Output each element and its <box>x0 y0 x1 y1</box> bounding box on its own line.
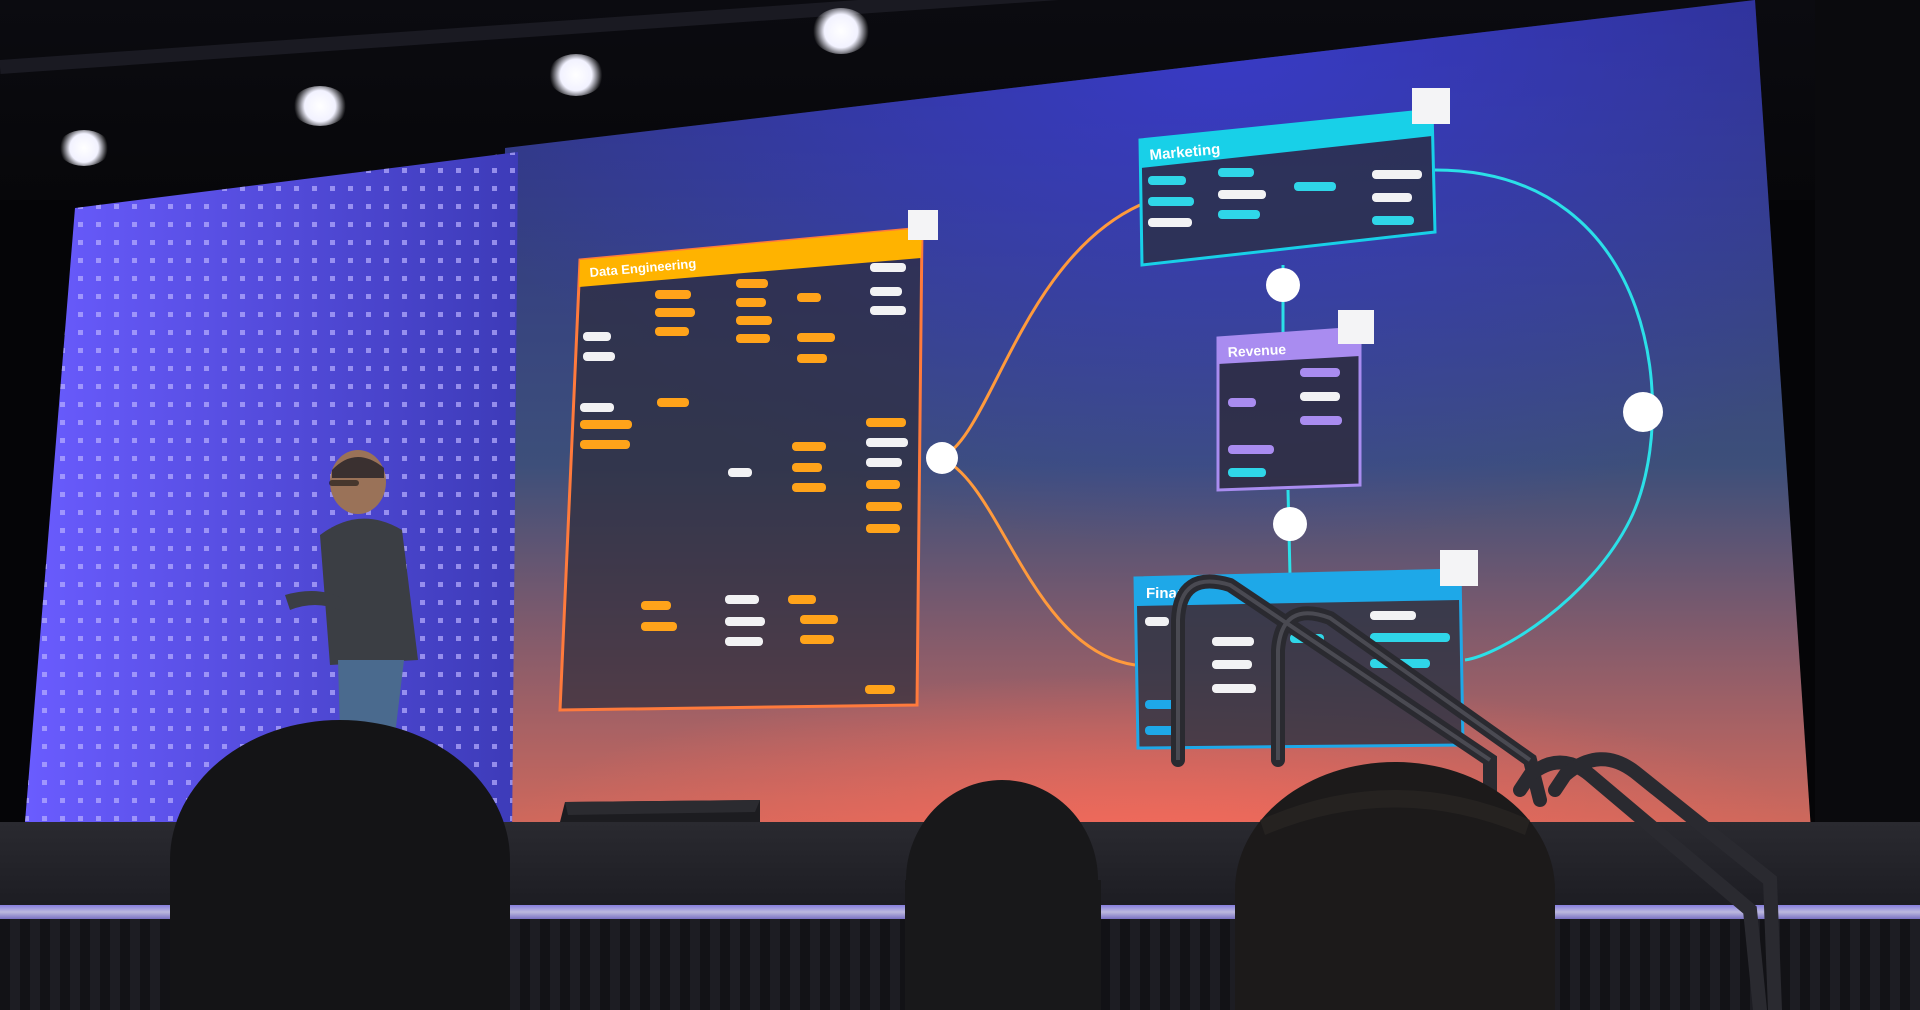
pipeline-step <box>866 418 906 427</box>
connector-line <box>1434 168 1655 662</box>
pipeline-step <box>792 483 826 492</box>
pipeline-step <box>641 622 677 631</box>
spotlight-icon <box>58 130 110 166</box>
pipeline-step <box>580 440 630 449</box>
pipeline-step <box>725 617 765 626</box>
pipeline-step <box>1218 190 1266 199</box>
pipeline-step <box>580 403 614 412</box>
pipeline-step <box>792 463 822 472</box>
pipeline-step <box>641 601 671 610</box>
pipeline-step <box>870 287 902 296</box>
pipeline-step <box>866 524 900 533</box>
audience-head-icon <box>170 720 510 1010</box>
connector-node <box>1273 507 1307 541</box>
pipeline-step <box>1212 684 1256 693</box>
spotlight-icon <box>548 54 604 96</box>
pipeline-step <box>725 637 763 646</box>
pipeline-step <box>655 308 695 317</box>
pipeline-step <box>797 333 835 342</box>
pipeline-step <box>1372 193 1412 202</box>
pipeline-step <box>580 420 632 429</box>
node-marketing: Marketing <box>1138 88 1450 267</box>
pipeline-step <box>725 595 759 604</box>
audience-head-icon <box>1235 762 1555 1010</box>
pipeline-step <box>792 442 826 451</box>
pipeline-step <box>1218 210 1260 219</box>
pipeline-step <box>800 635 834 644</box>
connector-node <box>1266 268 1300 302</box>
pipeline-step <box>1294 182 1336 191</box>
pipeline-step <box>797 354 827 363</box>
pipeline-step <box>866 438 908 447</box>
pipeline-step <box>1372 216 1414 225</box>
pipeline-step <box>1212 637 1254 646</box>
pipeline-step <box>1228 445 1274 454</box>
pipeline-step <box>728 468 752 477</box>
pipeline-step <box>655 327 689 336</box>
pipeline-step <box>866 502 902 511</box>
pipeline-step <box>657 398 689 407</box>
pipeline-step <box>1212 660 1252 669</box>
pipeline-step <box>870 306 906 315</box>
node-revenue: Revenue <box>1216 310 1374 492</box>
connector-line <box>939 456 1136 667</box>
pipeline-step <box>1370 611 1416 620</box>
connector-node <box>1623 392 1663 432</box>
pipeline-step <box>583 332 611 341</box>
pipeline-step <box>1148 218 1192 227</box>
pipeline-step <box>1228 468 1266 477</box>
pipeline-step <box>1148 176 1186 185</box>
pipeline-step <box>736 316 772 325</box>
pipeline-step <box>1148 197 1194 206</box>
pipeline-step <box>736 298 766 307</box>
pipeline-step <box>870 263 906 272</box>
pipeline-step <box>1370 633 1450 642</box>
pipeline-step <box>1372 170 1422 179</box>
pipeline-step <box>1300 368 1340 377</box>
pipeline-step <box>1300 392 1340 401</box>
audience-head-icon <box>905 780 1101 1010</box>
pipeline-step <box>1145 617 1169 626</box>
pipeline-step <box>1145 700 1175 709</box>
pipeline-step <box>788 595 816 604</box>
pipeline-step <box>655 290 691 299</box>
node-title-marketing: Marketing <box>1149 141 1221 164</box>
connector-node <box>926 442 958 474</box>
connector-line <box>939 203 1141 460</box>
pipeline-step <box>583 352 615 361</box>
pipeline-step <box>866 458 902 467</box>
pipeline-step <box>865 685 895 694</box>
pipeline-step <box>797 293 821 302</box>
node-title-revenue: Revenue <box>1227 341 1286 360</box>
pipeline-step <box>1300 416 1342 425</box>
pipeline-step <box>800 615 838 624</box>
pipeline-step <box>1218 168 1254 177</box>
pipeline-step <box>736 279 768 288</box>
pipeline-step <box>1145 726 1179 735</box>
side-curtain <box>1815 0 1920 840</box>
spotlight-icon <box>292 86 348 126</box>
node-data-engineering: Data Engineering <box>558 210 938 712</box>
spotlight-icon <box>812 8 870 54</box>
pipeline-step <box>736 334 770 343</box>
presenter-icon <box>285 450 418 735</box>
pipeline-step <box>866 480 900 489</box>
pipeline-step <box>1228 398 1256 407</box>
